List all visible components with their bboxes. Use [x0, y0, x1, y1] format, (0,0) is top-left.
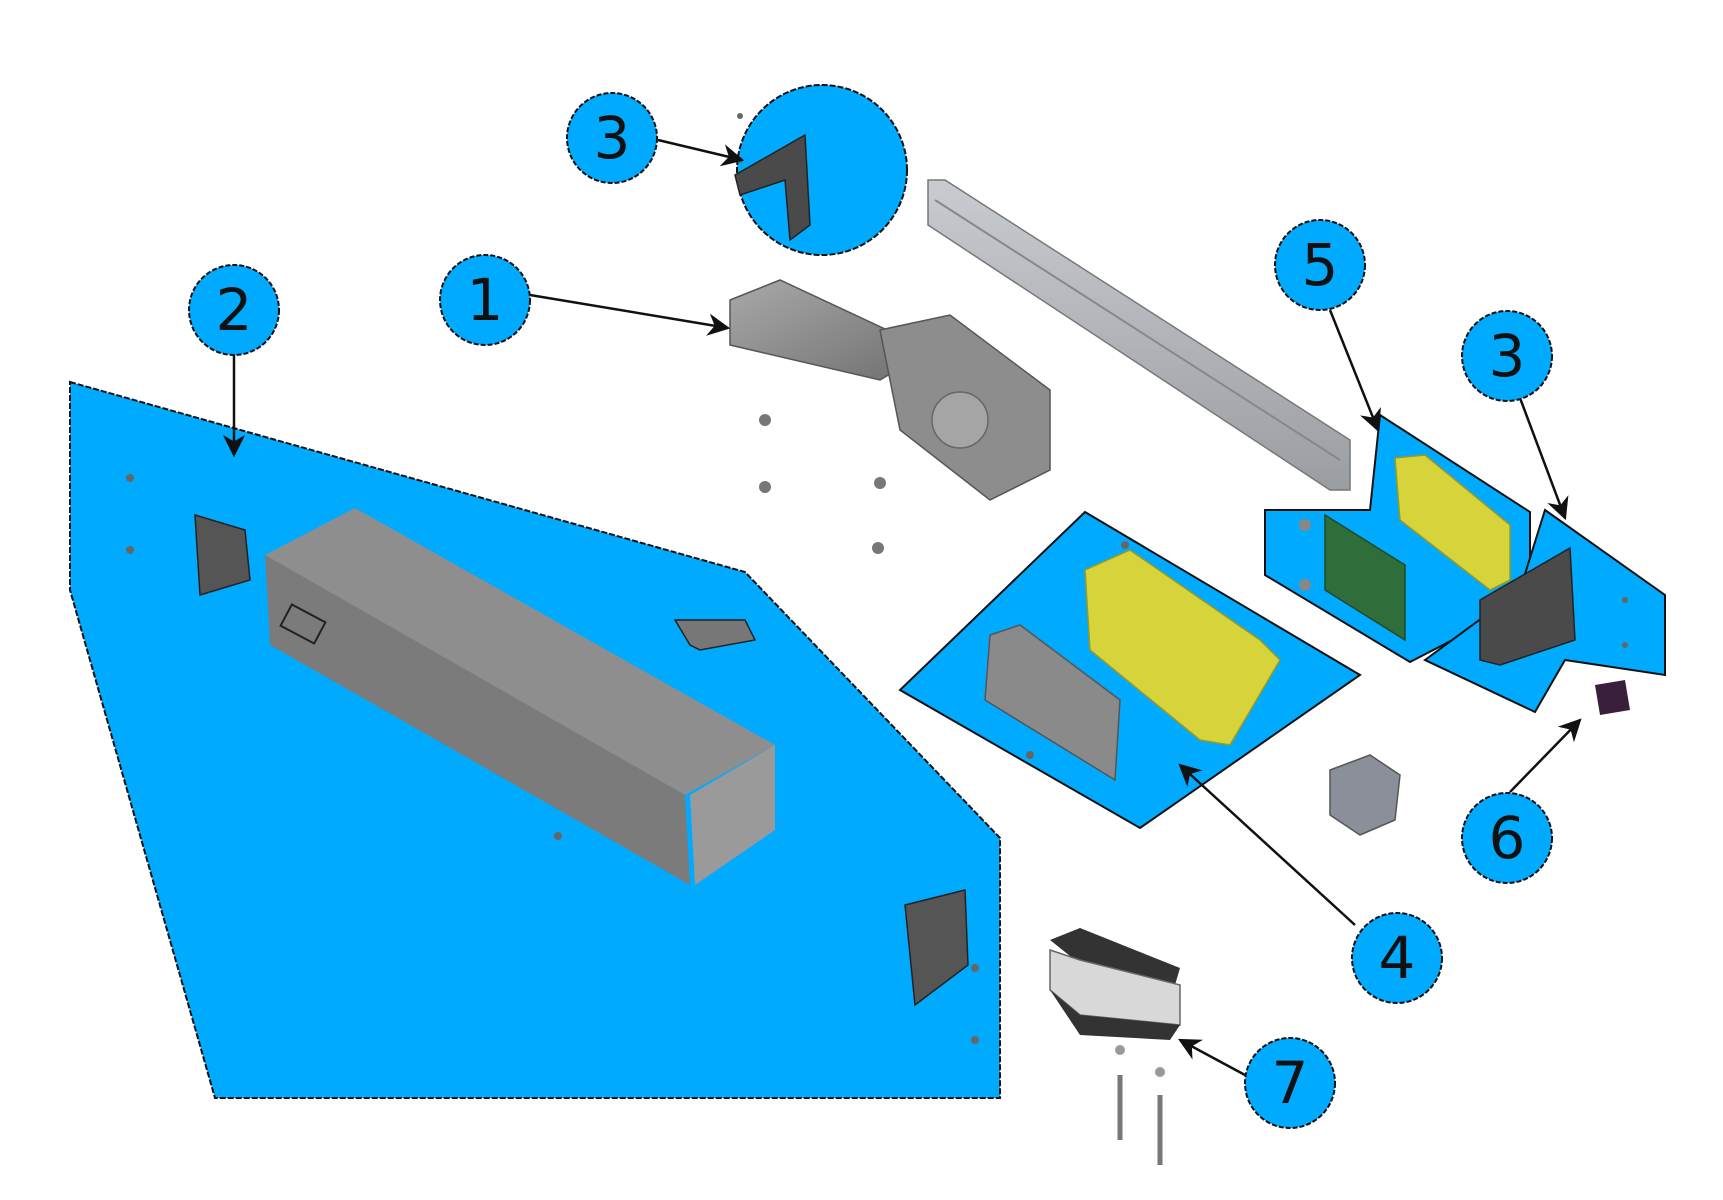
screw-icon: [1121, 541, 1129, 549]
gear-housing: [931, 391, 989, 449]
leader-7: [1178, 1038, 1246, 1077]
callout-5: 5: [1274, 219, 1366, 311]
part-relay-block: [1329, 754, 1401, 836]
yellow-bracket: [1394, 454, 1511, 591]
housing-channel: [690, 745, 775, 885]
callout-3b: 3: [1461, 310, 1553, 402]
callout-label: 3: [594, 104, 631, 172]
callout-4: 4: [1351, 912, 1443, 1004]
callout-label: 6: [1489, 804, 1526, 872]
housing-front-face: [265, 555, 690, 885]
callout-label: 3: [1489, 322, 1526, 390]
screw-icon: [872, 542, 884, 554]
housing-top-face: [265, 508, 775, 795]
screw-icon: [554, 832, 562, 840]
part-control-board-carrier: [898, 510, 1362, 830]
screw-icon: [874, 477, 886, 489]
callout-label: 2: [216, 276, 253, 344]
gray-relay: [1329, 754, 1401, 836]
yellow-carrier: [1084, 549, 1281, 746]
leader-1: [529, 293, 731, 336]
end-cap-right: [904, 889, 969, 1007]
callout-3a: 3: [566, 92, 658, 184]
leader-6: [1509, 718, 1582, 793]
housing-label-plate: [279, 603, 327, 645]
part-cover-housing-panel: [69, 380, 1001, 1099]
screw-icon: [126, 474, 134, 482]
end-cap-left: [194, 513, 251, 596]
screw-icon: [759, 414, 771, 426]
leader-5: [1328, 309, 1381, 433]
washer: [1115, 1045, 1125, 1055]
screw-icon: [1299, 579, 1311, 591]
l-bracket: [734, 133, 811, 242]
screw-icon: [971, 964, 979, 972]
clip-bracket: [673, 619, 757, 651]
callout-label: 1: [467, 266, 504, 334]
callout-label: 5: [1302, 231, 1339, 299]
screw-icon: [737, 113, 743, 119]
part-mounting-bracket-right: [1423, 508, 1666, 714]
part-connector: [1595, 680, 1630, 715]
purple-connector: [1595, 680, 1630, 715]
callout-1: 1: [439, 254, 531, 346]
rail-body: [927, 179, 1351, 491]
leader-3a: [657, 138, 745, 167]
screw-icon: [126, 546, 134, 554]
callout-2: 2: [188, 264, 280, 356]
part-battery-pack: [1049, 928, 1181, 1165]
screw-icon: [1026, 751, 1034, 759]
part-pcb-module: [1264, 413, 1531, 664]
leader-3b: [1518, 397, 1569, 521]
part-mounting-bracket-left: [734, 84, 908, 256]
rail-groove: [934, 199, 1341, 461]
callout-label: 4: [1379, 924, 1416, 992]
leader-4: [1178, 763, 1356, 926]
highlight-circle-3: [736, 84, 908, 256]
screw-icon: [1299, 519, 1311, 531]
screw-icon: [1622, 597, 1628, 603]
pcb-green-board: [1324, 513, 1406, 642]
screw-icon: [971, 1036, 979, 1044]
screw-icon: [759, 481, 771, 493]
highlight-panel-5: [1264, 413, 1531, 664]
battery-top: [1050, 928, 1180, 985]
leader-lines: [222, 138, 1582, 1077]
washer: [1155, 1067, 1165, 1077]
callout-label: 7: [1272, 1049, 1309, 1117]
part-motor-gearbox: [729, 279, 1051, 554]
screw-icon: [1622, 642, 1628, 648]
callout-6: 6: [1461, 792, 1553, 884]
gray-shield-plate: [984, 624, 1121, 782]
l-bracket: [1479, 546, 1576, 666]
callout-7: 7: [1244, 1037, 1336, 1129]
part-guide-rail: [927, 179, 1351, 491]
battery-base: [1050, 990, 1180, 1040]
